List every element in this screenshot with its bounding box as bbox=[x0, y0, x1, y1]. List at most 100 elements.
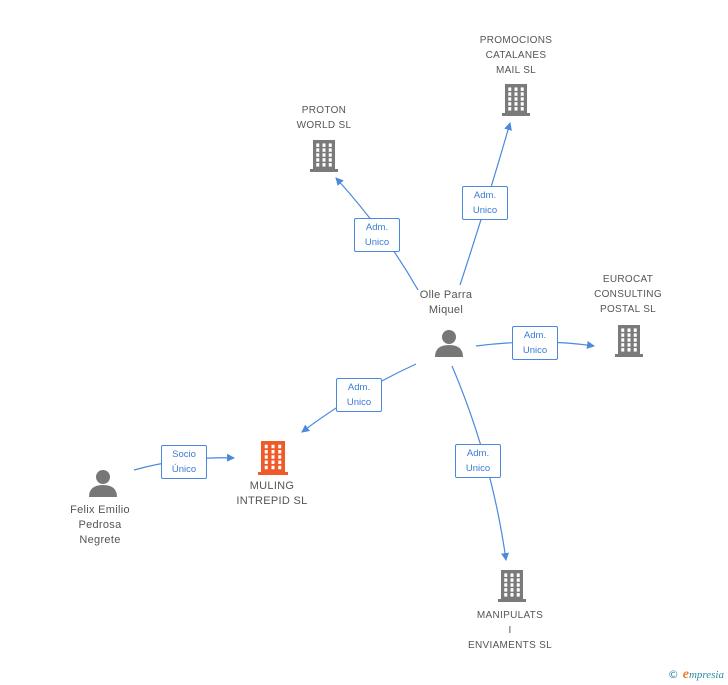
building-window bbox=[271, 460, 275, 464]
building-window bbox=[516, 593, 520, 597]
building-window bbox=[278, 455, 282, 459]
building-icon[interactable] bbox=[310, 140, 338, 172]
building-window bbox=[264, 465, 268, 470]
building-window bbox=[316, 143, 320, 147]
building-window bbox=[322, 143, 326, 147]
building-window bbox=[520, 97, 524, 101]
building-window bbox=[520, 87, 524, 91]
copyright-symbol: © bbox=[667, 668, 679, 681]
relation-line: Unico bbox=[364, 237, 390, 248]
building-window bbox=[627, 333, 631, 337]
building-icon[interactable] bbox=[502, 84, 530, 116]
node-label-manipulats[interactable]: MANIPULATS I ENVIAMENTS SL bbox=[450, 608, 570, 653]
building-window bbox=[264, 460, 268, 464]
label-line: CATALANES bbox=[485, 50, 547, 61]
node-label-muling[interactable]: MULING INTREPID SL bbox=[222, 479, 322, 509]
label-line: Negrete bbox=[79, 534, 121, 546]
building-window bbox=[264, 444, 268, 449]
label-line: MULING bbox=[249, 480, 295, 492]
building-window bbox=[633, 338, 637, 342]
building-window bbox=[621, 333, 625, 337]
relation-line: Unico bbox=[522, 345, 548, 356]
building-window bbox=[516, 578, 520, 582]
label-line: PROTON bbox=[301, 105, 347, 116]
relation-badge-promocions[interactable]: Adm. Unico bbox=[462, 186, 508, 220]
brand-name: mpresia bbox=[688, 669, 724, 681]
label-line: INTREPID SL bbox=[236, 495, 308, 507]
person-icon[interactable] bbox=[435, 330, 463, 357]
label-line: Pedrosa bbox=[78, 519, 122, 531]
relation-line: Adm. bbox=[365, 222, 389, 233]
building-window bbox=[514, 97, 518, 101]
building-window bbox=[328, 148, 332, 152]
building-window bbox=[322, 148, 326, 152]
building-icon[interactable] bbox=[498, 570, 526, 602]
building-window bbox=[271, 465, 275, 470]
relation-badge-eurocat[interactable]: Adm. Unico bbox=[512, 326, 558, 360]
building-window bbox=[508, 87, 512, 91]
building-window bbox=[627, 328, 631, 332]
building-window bbox=[504, 573, 508, 577]
relation-line: Adm. bbox=[523, 330, 547, 341]
node-label-olle[interactable]: Olle Parra Miquel bbox=[398, 288, 494, 318]
main-company-building-icon[interactable] bbox=[258, 441, 288, 475]
building-window bbox=[508, 92, 512, 96]
building-window bbox=[271, 450, 275, 454]
building-window bbox=[322, 153, 326, 157]
building-window bbox=[510, 573, 514, 577]
building-window bbox=[504, 583, 508, 587]
building-window bbox=[627, 348, 631, 352]
building-window bbox=[514, 92, 518, 96]
building-window bbox=[504, 588, 508, 592]
building-window bbox=[316, 148, 320, 152]
building-window bbox=[621, 348, 625, 352]
building-icon[interactable] bbox=[615, 325, 643, 357]
node-label-felix[interactable]: Felix Emilio Pedrosa Negrete bbox=[50, 503, 150, 548]
label-line: MANIPULATS bbox=[476, 610, 544, 621]
building-window bbox=[328, 163, 332, 167]
node-label-promocions[interactable]: PROMOCIONS CATALANES MAIL SL bbox=[466, 33, 566, 78]
building-window bbox=[633, 343, 637, 347]
person-icon[interactable] bbox=[89, 470, 117, 497]
relation-line: Unico bbox=[472, 205, 498, 216]
label-line: Felix Emilio bbox=[70, 504, 130, 516]
relation-line: Socio bbox=[172, 449, 196, 460]
building-window bbox=[514, 107, 518, 111]
building-window bbox=[510, 588, 514, 592]
building-window bbox=[271, 444, 275, 449]
building-window bbox=[633, 333, 637, 337]
building-window bbox=[520, 92, 524, 96]
node-label-eurocat[interactable]: EUROCAT CONSULTING POSTAL SL bbox=[578, 272, 678, 317]
building-window bbox=[508, 107, 512, 111]
relation-line: Único bbox=[171, 464, 197, 475]
building-window bbox=[627, 343, 631, 347]
building-window bbox=[627, 338, 631, 342]
building-window bbox=[271, 455, 275, 459]
label-line: Olle Parra bbox=[419, 289, 473, 301]
building-window bbox=[316, 153, 320, 157]
node-label-proton[interactable]: PROTON WORLD SL bbox=[274, 103, 374, 133]
building-window bbox=[328, 143, 332, 147]
building-window bbox=[510, 583, 514, 587]
building-window bbox=[328, 153, 332, 157]
building-window bbox=[514, 102, 518, 106]
building-window bbox=[510, 578, 514, 582]
label-line: EUROCAT bbox=[602, 274, 654, 285]
building-window bbox=[508, 102, 512, 106]
building-window bbox=[621, 328, 625, 332]
relation-badge-muling[interactable]: Adm. Unico bbox=[336, 378, 382, 412]
relation-badge-proton[interactable]: Adm. Unico bbox=[354, 218, 400, 252]
relation-badge-manipulats[interactable]: Adm. Unico bbox=[455, 444, 501, 478]
building-window bbox=[516, 588, 520, 592]
building-window bbox=[504, 593, 508, 597]
relation-line: Unico bbox=[346, 397, 372, 408]
building-window bbox=[621, 343, 625, 347]
relation-badge-felix[interactable]: Socio Único bbox=[161, 445, 207, 479]
building-window bbox=[278, 450, 282, 454]
building-window bbox=[633, 348, 637, 352]
label-line: PROMOCIONS bbox=[479, 35, 553, 46]
building-window bbox=[278, 465, 282, 470]
building-window bbox=[621, 338, 625, 342]
relation-line: Unico bbox=[465, 463, 491, 474]
